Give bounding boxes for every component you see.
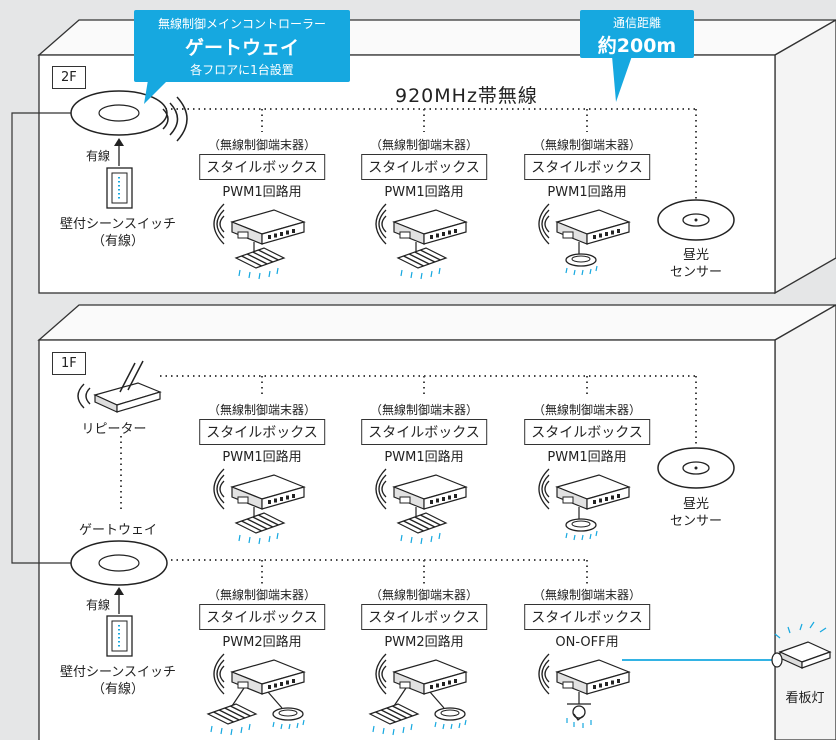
wired-arrow-2f (114, 138, 124, 166)
daylight-sensor-1f-label2: センサー (669, 514, 723, 529)
wired-2f-label: 有線 (85, 149, 111, 163)
style-box-label: スタイルボックス (361, 154, 487, 180)
terminal-1f-row2-2-icons (368, 653, 468, 736)
circuit-type-label: PWM2回路用 (384, 635, 464, 650)
sign-light-icon (771, 621, 832, 669)
terminal-2f-2-icons (375, 203, 468, 280)
terminal-header: （無線制御端末器） (207, 403, 317, 417)
gateway-2f-icon (70, 90, 188, 142)
terminal-header: （無線制御端末器） (532, 138, 642, 152)
style-box-label: スタイルボックス (524, 419, 650, 445)
range-callout-pointer (612, 56, 632, 102)
terminal-1f-row1-2-icons (375, 468, 468, 545)
terminal-1f-row2-3-icons (538, 653, 631, 728)
scene-switch-1f-label2: （有線） (91, 682, 145, 697)
range-callout-line2: 約200m (597, 35, 677, 57)
terminal-1f-row1-1-icons (213, 468, 306, 545)
floor1-label: 1F (52, 352, 86, 375)
style-box-label: スタイルボックス (361, 419, 487, 445)
terminal-header: （無線制御端末器） (532, 403, 642, 417)
gateway-callout-line1: 無線制御メインコントローラー (157, 17, 326, 31)
style-box-label: スタイルボックス (199, 604, 325, 630)
daylight-sensor-2f-label2: センサー (669, 265, 723, 280)
scene-switch-1f-label1: 壁付シーンスイッチ (59, 665, 177, 680)
terminal-1f-row2-1-icons (206, 653, 306, 736)
range-callout-line1: 通信距離 (612, 16, 661, 30)
floor2-wireless-links (160, 108, 697, 200)
gateway-1f-label: ゲートウェイ (78, 523, 158, 538)
terminal-2f-3-icons (538, 203, 631, 276)
gateway-callout-line3: 各フロアに1台設置 (190, 63, 294, 77)
gateway-callout-pointer (144, 80, 168, 104)
floor2-label: 2F (52, 66, 86, 89)
style-box-label: スタイルボックス (524, 604, 650, 630)
scene-switch-2f-icon (106, 167, 133, 209)
circuit-type-label: PWM1回路用 (547, 185, 627, 200)
gateway-callout-line2: ゲートウェイ (184, 37, 299, 59)
daylight-sensor-1f-icon (657, 447, 735, 489)
circuit-type-label: PWM1回路用 (384, 185, 464, 200)
style-box-label: スタイルボックス (199, 154, 325, 180)
terminal-header: （無線制御端末器） (207, 138, 317, 152)
style-box-label: スタイルボックス (199, 419, 325, 445)
range-callout: 通信距離 約200m (580, 10, 694, 58)
daylight-sensor-1f-label1: 昼光 (682, 497, 710, 512)
gateway-callout: 無線制御メインコントローラー ゲートウェイ 各フロアに1台設置 (134, 10, 350, 82)
terminal-header: （無線制御端末器） (369, 403, 479, 417)
terminal-header: （無線制御端末器） (369, 138, 479, 152)
daylight-sensor-2f-icon (657, 199, 735, 241)
wired-backbone-line (11, 112, 71, 564)
style-box-label: スタイルボックス (361, 604, 487, 630)
wired-1f-label: 有線 (85, 598, 111, 612)
daylight-sensor-2f-label1: 昼光 (682, 248, 710, 263)
circuit-type-label: PWM1回路用 (547, 450, 627, 465)
wired-arrow-1f (114, 587, 124, 614)
scene-switch-1f-icon (106, 615, 133, 657)
scene-switch-2f-label2: （有線） (91, 234, 145, 249)
terminal-header: （無線制御端末器） (532, 588, 642, 602)
circuit-type-label: PWM1回路用 (222, 185, 302, 200)
terminal-1f-row1-3-icons (538, 468, 631, 541)
terminal-header: （無線制御端末器） (207, 588, 317, 602)
terminal-header: （無線制御端末器） (369, 588, 479, 602)
repeater-label: リピーター (81, 422, 147, 437)
style-box-label: スタイルボックス (524, 154, 650, 180)
gateway-1f-icon (70, 540, 168, 586)
terminal-2f-1-icons (213, 203, 306, 280)
circuit-type-label: ON-OFF用 (555, 635, 619, 650)
band-label: 920MHz帯無線 (395, 85, 538, 107)
repeater-icon (77, 360, 162, 413)
circuit-type-label: PWM1回路用 (384, 450, 464, 465)
scene-switch-2f-label1: 壁付シーンスイッチ (59, 217, 177, 232)
circuit-type-label: PWM1回路用 (222, 450, 302, 465)
sign-light-label: 看板灯 (785, 691, 825, 706)
circuit-type-label: PWM2回路用 (222, 635, 302, 650)
floor1-wireless-links (120, 375, 697, 584)
